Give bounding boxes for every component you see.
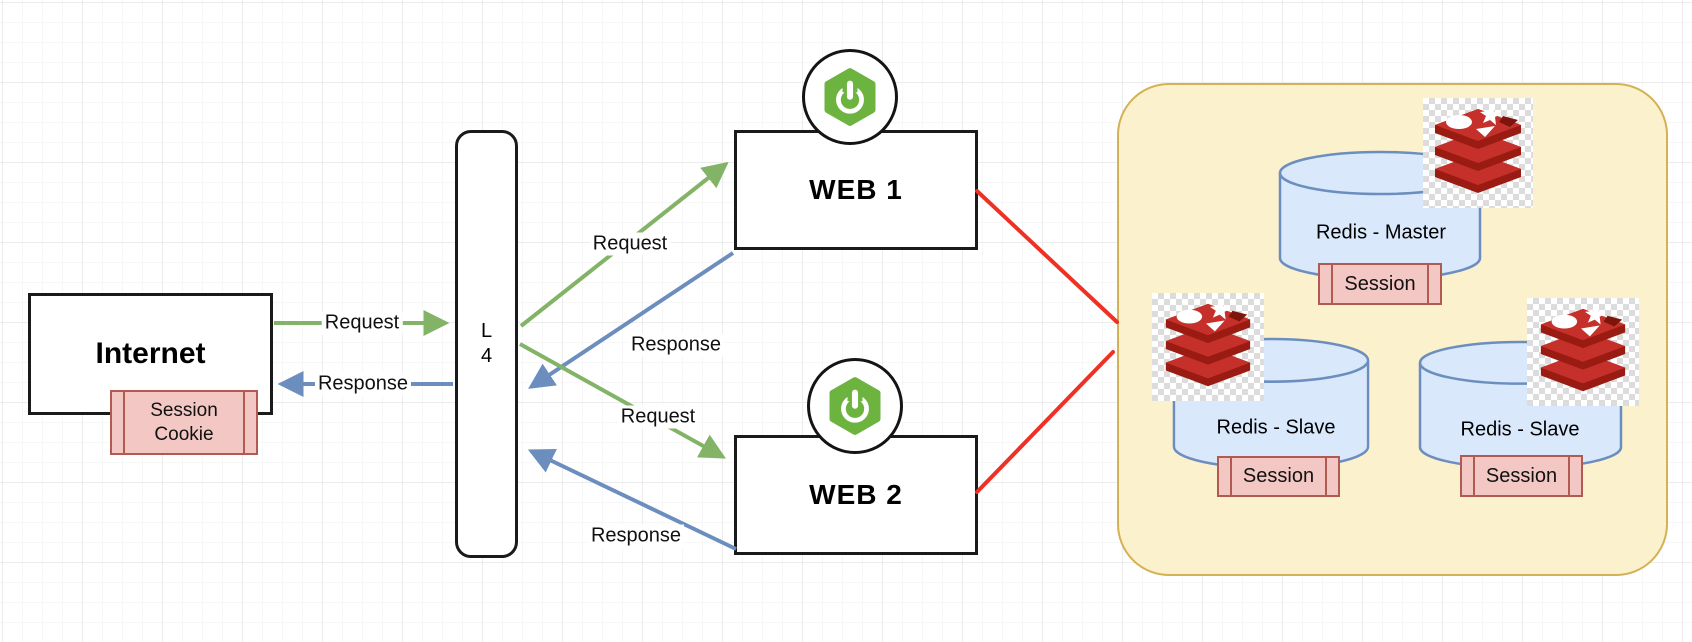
redis-slave-left-label: Redis - Slave [1216,416,1336,439]
edge-label-response: Response [587,524,685,548]
web1-node: WEB 1 [734,130,978,250]
process-left-bar [1230,458,1232,495]
web1-label: WEB 1 [809,174,903,205]
process-left-bar [123,392,125,453]
process-left-bar [1331,265,1333,303]
spring-boot-power-glyph [829,377,881,435]
process-left-bar [1473,457,1475,495]
request-line-lb-to-web2 [519,342,727,459]
session-label: Session [1242,465,1315,487]
redis-stack-glyph [1435,105,1521,193]
process-right-bar [243,392,245,453]
redis-stack-glyph [1165,299,1251,387]
web2-node: WEB 2 [734,435,978,555]
session-label: Session [1344,272,1416,295]
internet-node: Internet [28,293,273,415]
session-cookie-line2: Cookie [154,423,214,445]
redis-slave-right-label: Redis - Slave [1460,418,1580,441]
edge-label-response: Response [314,372,412,396]
process-right-bar [1427,265,1429,303]
edge-label-request: Request [589,232,671,256]
internet-label: Internet [95,337,206,370]
redis-slave-right-session-box: Session [1460,455,1583,497]
redis-master-label: Redis - Master [1315,221,1447,244]
spring-boot-icon [802,49,898,145]
l4-label-line2: 4 [480,345,493,367]
session-label: Session [1485,464,1558,487]
redis-icon [1152,293,1264,401]
redis-icon [1423,98,1533,208]
response-line-web2-to-lb [527,448,737,551]
redis-icon [1527,298,1639,406]
redis-master-session-box: Session [1318,263,1442,305]
edge-label-request: Request [321,311,403,335]
response-line-web1-to-lb [528,251,735,389]
session-cookie-box: Session Cookie [110,390,258,455]
l4-label-line1: L [480,320,493,342]
redis-stack-glyph [1540,304,1626,392]
web2-label: WEB 2 [809,479,903,510]
l4-load-balancer-node: L 4 [455,130,518,558]
edge-label-request: Request [617,405,699,429]
edge-label-response: Response [627,333,725,357]
spring-boot-power-glyph [824,68,876,126]
redis-link-web1-to-cluster [975,189,1119,324]
spring-boot-icon [807,358,903,454]
redis-slave-left-session-box: Session [1217,456,1340,497]
session-cookie-line1: Session [150,399,218,421]
process-right-bar [1325,458,1327,495]
redis-link-web2-to-cluster [975,350,1115,494]
process-right-bar [1568,457,1570,495]
